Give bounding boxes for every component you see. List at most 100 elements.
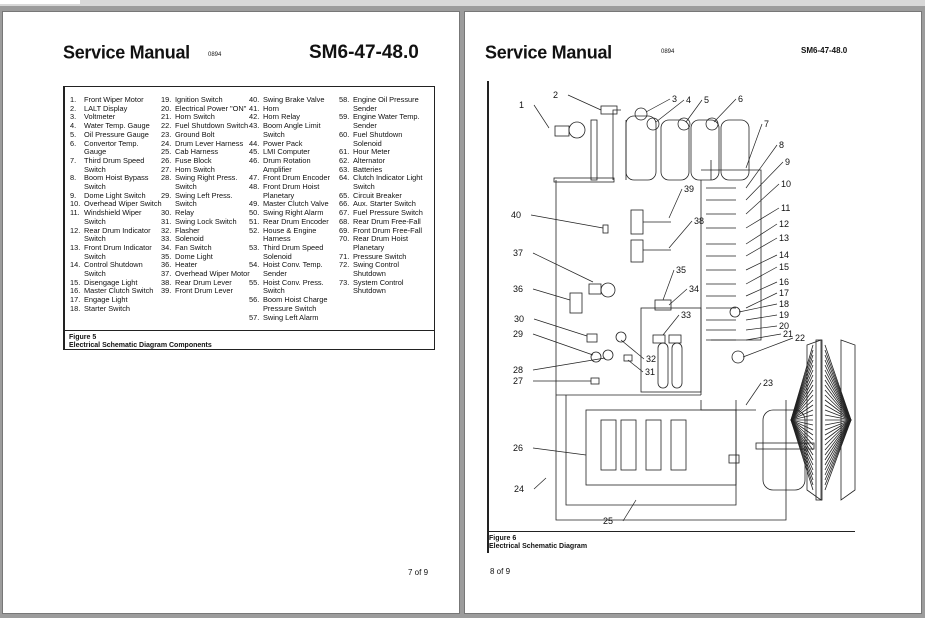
callout-leader-line [738,303,778,313]
component-list-item: 63.Batteries [339,164,431,175]
schematic-wiring [553,105,856,521]
figure-label: Figure 6 [489,535,517,542]
component-list-item: 11.Windshield Wiper Switch [70,208,162,226]
item-number: 65. [339,190,350,200]
item-number: 3. [70,112,77,122]
callout-number: 10 [781,179,791,189]
component-list-item: 42.Horn Relay [249,113,341,122]
component-list-item: 31.Swing Lock Switch [161,216,251,227]
callout-number: 36 [513,284,523,294]
item-number: 8. [70,173,77,183]
callout-number: 39 [684,184,694,194]
item-number: 57. [249,312,260,322]
component-list-item: 50.Swing Right Alarm [249,208,341,218]
item-number: 42. [249,112,260,122]
callout-leader-line [645,98,671,113]
component-list-item: 10.Overhead Wiper Switch [70,200,162,209]
callout-number: 20 [779,321,789,331]
component-list-item: 44.Power Pack [249,138,341,149]
item-label: Starter Switch [84,303,131,313]
item-number: 4. [70,121,77,131]
item-label: Front Drum Lever [175,286,233,296]
callout-number: 15 [779,262,789,272]
viewer-tab[interactable] [0,0,80,4]
callout-number: 37 [513,248,523,258]
item-label: Fuse Block [175,155,212,165]
component-list-item: 53.Third Drum Speed Solenoid [249,243,341,261]
item-number: 67. [339,208,350,218]
component-list-item: 20.Electrical Power "ON" [161,104,251,114]
callout-leader-line [668,188,683,219]
component-list-item: 4. Water Temp. Gauge [70,121,162,131]
callout-leader-line [532,288,571,301]
item-label: Fuel Shutdown Switch [175,121,249,131]
component-list-item: 64.Clutch Indicator Light Switch [339,174,431,191]
item-label: Engine Water Temp. Sender [353,112,420,131]
item-label: Rear Drum Encoder [263,216,329,226]
item-label: Engage Light [84,295,128,305]
component-list-item: 32.Flasher [161,226,251,236]
callout-leader-line [622,499,637,522]
component-list-item: 38.Rear Drum Lever [161,277,251,288]
wire-line [790,394,852,421]
component-list-item: 6.Convertor Temp. Gauge [70,138,162,157]
callout-leader-line [745,161,784,201]
item-number: 23. [161,129,172,139]
item-number: 6. [70,138,77,148]
item-label: Hoist Conv. Press. Switch [263,277,324,296]
item-number: 48. [249,182,260,192]
item-label: Disengage Light [84,277,138,287]
component-list-item: 17.Engage Light [70,295,162,305]
item-label: Swing Brake Valve [263,95,325,104]
item-label: Swing Right Press. Switch [175,173,238,192]
component-list-item: 49.Master Clutch Valve [249,200,341,209]
component-list-item: 23.Ground Bolt [161,129,251,140]
component-list-item: 3.Voltmeter [70,113,162,122]
callout-number: 27 [513,376,523,386]
item-label: Swing Lock Switch [175,216,237,226]
callout-leader-line [655,99,685,123]
item-label: Hoist Conv. Temp. Sender [263,260,323,279]
component-list-item: 58.Engine Oil Pressure Sender [339,95,431,113]
item-number: 37. [161,269,172,279]
item-number: 63. [339,164,350,174]
wire-line [790,399,852,421]
item-number: 66. [339,199,350,209]
callout-leader-line [745,266,778,285]
schematic-frame [487,81,855,553]
item-number: 44. [249,138,260,148]
item-label: House & Engine Harness [263,225,317,244]
callout-number: 35 [676,265,686,275]
callout-leader-line [685,99,703,123]
item-label: Rear Drum Lever [175,277,232,287]
component-list-item: 66.Aux. Starter Switch [339,200,431,209]
component-list-item: 21.Horn Switch [161,113,251,122]
component-list-item: 19.Ignition Switch [161,95,251,105]
item-number: 21. [161,112,172,122]
item-number: 43. [249,121,260,131]
component-list-item: 28.Swing Right Press. Switch [161,174,251,191]
wire-line [790,419,852,451]
item-label: LMI Computer [263,147,310,157]
callout-leader-line [745,281,778,297]
item-label: Dome Light Switch [84,190,146,200]
component-list-item: 67.Fuel Pressure Switch [339,208,431,218]
item-label: Water Temp. Gauge [84,121,150,131]
item-label: Relay [175,208,194,218]
item-number: 5. [70,129,77,139]
callout-number: 7 [764,119,769,129]
callout-leader-line [745,325,778,331]
item-label: Boom Hoist Charge Pressure Switch [263,295,328,313]
callout-leader-line [745,144,778,189]
wire-line [790,419,852,431]
wire-line [790,414,852,421]
item-label: Horn Relay [263,112,300,122]
callout-number: 22 [795,333,805,343]
item-label: Circuit Breaker [353,190,402,200]
component-list-item: 13.Front Drum Indicator Switch [70,243,162,261]
component-list-item: 70.Rear Drum Hoist Planetary [339,234,431,252]
callout-number: 11 [781,203,790,213]
